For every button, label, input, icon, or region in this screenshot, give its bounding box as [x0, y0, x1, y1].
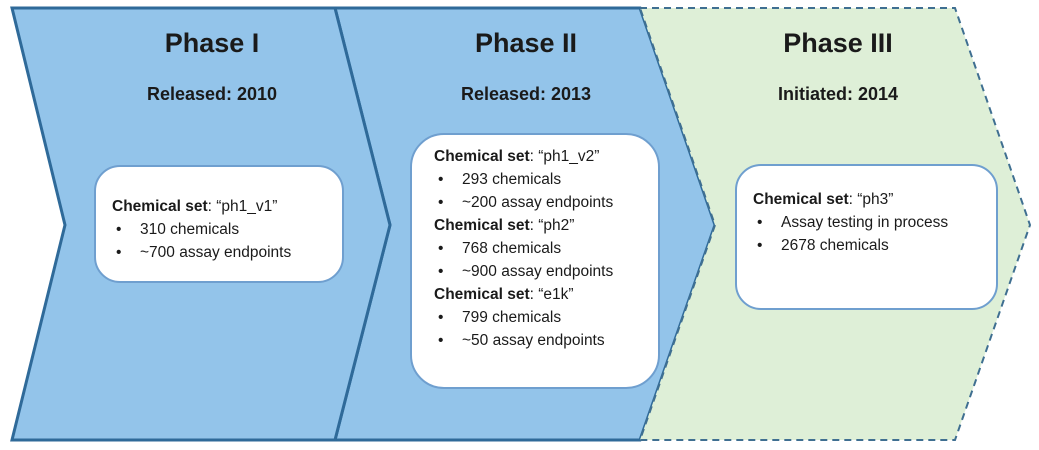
chemical-set-name: : “ph1_v2” — [529, 148, 600, 165]
bullet-icon: • — [438, 309, 444, 326]
chemical-set-label: Chemical set — [434, 286, 530, 303]
bullet-text: 799 chemicals — [462, 309, 562, 326]
chemical-set-label: Chemical set — [434, 217, 530, 234]
bullet-text: Assay testing in process — [781, 214, 949, 231]
bullet-icon: • — [438, 240, 444, 257]
list-item: • 310 chemicals — [112, 218, 342, 241]
list-item: • 2678 chemicals — [753, 234, 996, 257]
chemical-set-name: : “e1k” — [529, 286, 574, 303]
chemical-set-name: : “ph2” — [529, 217, 575, 234]
chemical-set-bullets: • 768 chemicals • ~900 assay endpoints — [434, 237, 658, 283]
phase-2-title: Phase II — [474, 28, 578, 58]
chemical-set-label: Chemical set — [112, 198, 208, 215]
bullet-text: ~900 assay endpoints — [462, 263, 614, 280]
phase-1-title: Phase I — [164, 28, 260, 58]
bullet-icon: • — [116, 244, 122, 261]
phase-2-card: Chemical set: “ph1_v2” •293 chemicals •~… — [410, 133, 660, 389]
bullet-text: 2678 chemicals — [781, 237, 889, 254]
list-item: • 768 chemicals — [434, 237, 658, 260]
bullet-text: ~50 assay endpoints — [462, 332, 605, 349]
bullet-text: 310 chemicals — [140, 221, 240, 238]
chemical-set-bullets: • 293 chemicals • ~200 assay endpoints — [434, 168, 658, 214]
chemical-set: Chemical set: “ph1_v1” — [112, 195, 342, 218]
chemical-set-bullets: • 799 chemicals • ~50 assay endpoints — [434, 306, 658, 352]
chemical-set-name: : “ph1_v1” — [207, 198, 278, 215]
list-item: • ~50 assay endpoints — [434, 329, 658, 352]
chemical-set-label: Chemical set — [753, 191, 849, 208]
chemical-set: Chemical set: “ph1_v2” — [434, 145, 658, 168]
chemical-set-bullets: • 310 chemicals • ~700 assay endpoints — [112, 218, 342, 264]
bullet-text: 768 chemicals — [462, 240, 562, 257]
chemical-set-bullets: • Assay testing in process • 2678 chemical… — [753, 211, 996, 257]
bullet-text: 293 chemicals — [462, 171, 562, 188]
bullet-icon: • — [438, 263, 444, 280]
bullet-icon: • — [438, 171, 444, 188]
list-item: • ~200 assay endpoints — [434, 191, 658, 214]
chemical-set: Chemical set: “ph3” — [753, 188, 996, 211]
bullet-icon: • — [116, 221, 122, 238]
chemical-set-name: : “ph3” — [848, 191, 894, 208]
bullet-icon: • — [438, 194, 444, 211]
phase-3-title: Phase III — [783, 28, 893, 58]
chemical-set: Chemical set: “ph2” — [434, 214, 658, 237]
chemical-set-label: Chemical set — [434, 148, 530, 165]
phase-1-subtitle: Released: 2010 — [146, 84, 278, 104]
chemical-set: Chemical set: “e1k” — [434, 283, 658, 306]
list-item: • ~900 assay endpoints — [434, 260, 658, 283]
bullet-icon: • — [438, 332, 444, 349]
bullet-icon: • — [757, 214, 763, 231]
list-item: • ~700 assay endpoints — [112, 241, 342, 264]
phase-1-card: Chemical set: “ph1_v1” • 310 chemicals • ~… — [94, 165, 344, 283]
bullet-icon: • — [757, 237, 763, 254]
bullet-text: ~700 assay endpoints — [140, 244, 292, 261]
bullet-text: ~200 assay endpoints — [462, 194, 614, 211]
list-item: • Assay testing in process — [753, 211, 996, 234]
phase-3-card: Chemical set: “ph3” • Assay testing in pr… — [735, 164, 998, 310]
list-item: • 293 chemicals — [434, 168, 658, 191]
list-item: • 799 chemicals — [434, 306, 658, 329]
phase-3-subtitle: Initiated: 2014 — [777, 84, 899, 104]
phase-2-subtitle: Released: 2013 — [460, 84, 592, 104]
